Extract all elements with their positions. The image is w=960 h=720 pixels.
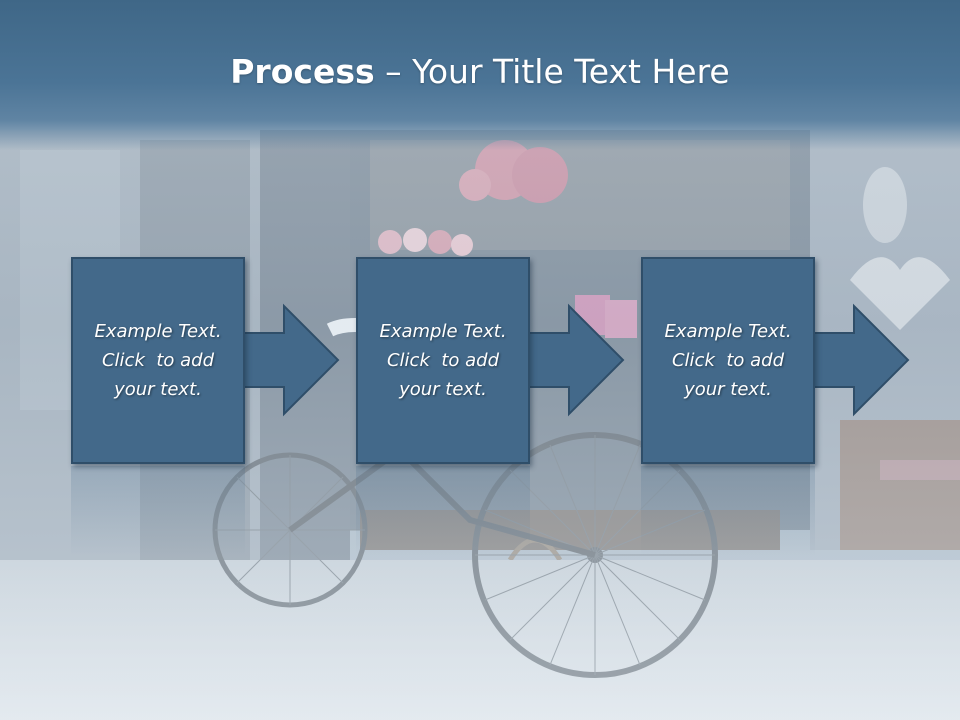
step-3-reflection [641,466,815,556]
process-step-2[interactable]: Example Text. Click to add your text. [356,257,530,464]
step-text-line: Example Text. [94,321,222,342]
arrow-right-icon [528,303,625,417]
slide-title[interactable]: Process – Your Title Text Here [0,52,960,91]
arrow-right-icon [813,303,910,417]
arrow-right-icon [243,303,340,417]
step-text-line: Example Text. [379,321,507,342]
step-1-reflection [71,466,245,556]
step-text-line: Click to add [671,350,784,371]
step-text-line: your text. [114,379,202,400]
step-2-reflection [356,466,530,556]
title-bold-text: Process [230,52,375,91]
title-rest-text: – Your Title Text Here [374,52,730,91]
step-text-line: Click to add [386,350,499,371]
step-text-line: your text. [684,379,772,400]
title-banner [0,0,960,150]
step-3-text[interactable]: Example Text. Click to add your text. [653,317,803,404]
process-step-1[interactable]: Example Text. Click to add your text. [71,257,245,464]
step-text-line: your text. [399,379,487,400]
step-1-text[interactable]: Example Text. Click to add your text. [83,317,233,404]
step-2-text[interactable]: Example Text. Click to add your text. [368,317,518,404]
process-step-3[interactable]: Example Text. Click to add your text. [641,257,815,464]
step-text-line: Example Text. [664,321,792,342]
step-text-line: Click to add [101,350,214,371]
